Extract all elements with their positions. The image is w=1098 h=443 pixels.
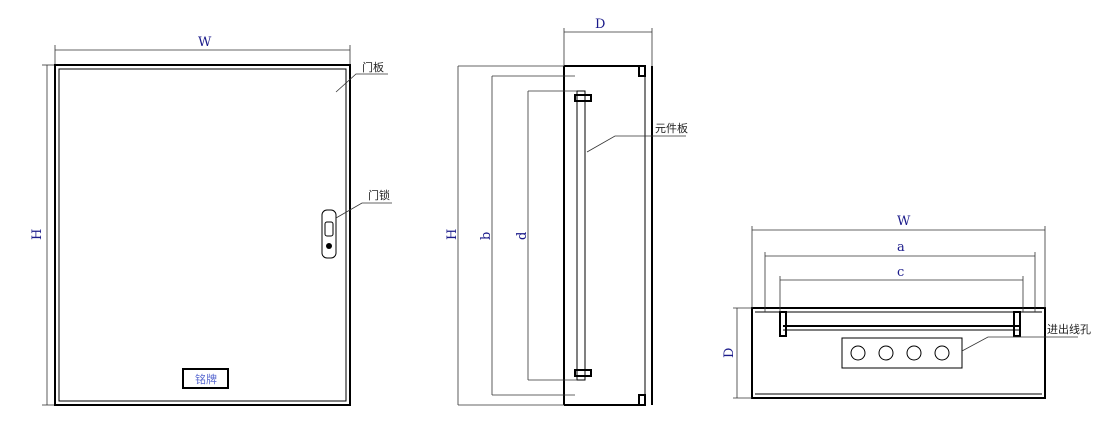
width-label: W — [897, 214, 911, 229]
door-lock-label: 门锁 — [368, 188, 390, 202]
cable-hole — [878, 345, 894, 361]
cabinet-outline — [54, 64, 351, 406]
a-label: a — [897, 240, 905, 255]
front-view: W H 门板 门锁 铭牌 — [30, 35, 392, 406]
d-label: d — [515, 232, 530, 240]
cable-hole — [906, 345, 922, 361]
door-panel-label: 门板 — [362, 60, 384, 74]
b-label: b — [479, 232, 494, 240]
bottom-view: W a c D 进出线孔 — [722, 214, 1091, 399]
height-label: H — [30, 229, 45, 240]
c-label: c — [897, 265, 904, 280]
depth-label: D — [722, 348, 737, 358]
depth-label: D — [595, 17, 605, 32]
width-label: W — [198, 35, 212, 50]
nameplate-label: 铭牌 — [195, 372, 217, 386]
cable-entry-label: 进出线孔 — [1047, 322, 1091, 336]
door-lock — [321, 209, 337, 259]
component-plate — [576, 90, 586, 381]
cable-entry-plate — [841, 337, 963, 369]
nameplate — [182, 368, 229, 389]
height-label: H — [445, 229, 460, 240]
side-view: D H b d 元件板 — [445, 17, 688, 406]
cable-hole — [850, 345, 866, 361]
cabinet-bottom-outline — [751, 307, 1046, 399]
component-plate-label: 元件板 — [655, 121, 688, 135]
cable-hole — [934, 345, 950, 361]
door-panel — [58, 68, 347, 402]
